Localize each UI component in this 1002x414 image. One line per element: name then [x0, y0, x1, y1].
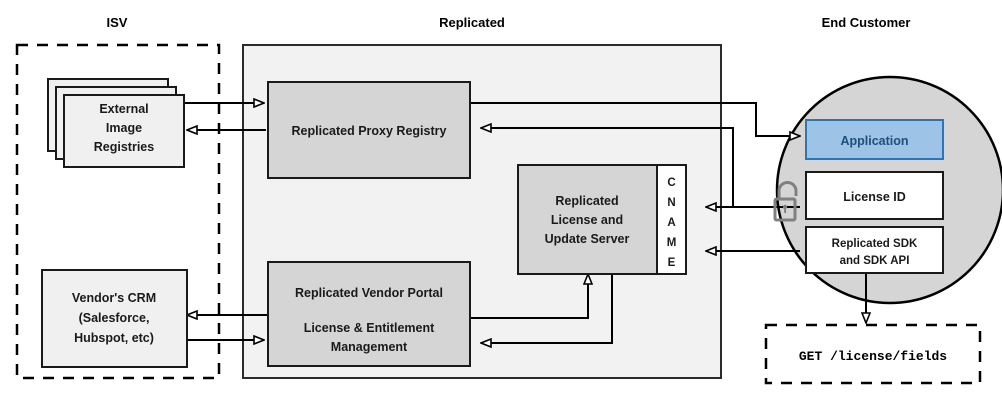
sdk-label-line-2: and SDK API — [840, 255, 910, 267]
vendor-portal-box — [267, 261, 471, 367]
connector-license-server-to-vendorportal — [481, 274, 613, 343]
registries-label-line-2: Image — [106, 121, 142, 135]
license-id-box — [805, 171, 944, 220]
group-title-replicated: Replicated — [439, 15, 505, 30]
application-label: Application — [840, 134, 908, 148]
crm-label-line-3: Hubspot, etc) — [74, 331, 154, 345]
node-api-request[interactable]: GET /license/fields — [764, 323, 982, 385]
crm-label-line-1: Vendor's CRM — [72, 291, 156, 305]
node-license-id[interactable]: License ID — [805, 171, 944, 220]
cname-letter-2: N — [667, 197, 675, 209]
node-replicated-vendor-portal[interactable]: Replicated Vendor Portal License & Entit… — [267, 261, 471, 367]
isv-container — [15, 43, 221, 380]
cname-letter-3: A — [667, 217, 675, 229]
group-title-end-customer: End Customer — [822, 15, 911, 30]
node-replicated-sdk[interactable]: Replicated SDK and SDK API — [805, 226, 944, 274]
node-license-update-server[interactable]: Replicated License and Update Server — [517, 164, 658, 275]
registries-label-line-1: External — [99, 102, 148, 116]
license-server-label-line-3: Update Server — [545, 232, 630, 246]
vendor-portal-label-line-1: Replicated Vendor Portal — [295, 286, 443, 300]
group-title-isv: ISV — [107, 15, 128, 30]
application-box — [805, 119, 944, 160]
unlock-icon — [773, 181, 798, 222]
api-request-label: GET /license/fields — [799, 349, 947, 364]
connector-vendorportal-to-license-server — [470, 274, 588, 319]
cname-box — [656, 164, 687, 275]
node-cname[interactable]: C N A M E — [656, 164, 687, 275]
cname-letter-4: M — [667, 237, 677, 249]
license-id-label: License ID — [843, 190, 906, 204]
vendor-portal-label-line-3: Management — [331, 340, 408, 354]
registries-label-line-3: Registries — [94, 140, 154, 154]
license-server-label-line-1: Replicated — [555, 194, 618, 208]
vendor-portal-label-line-2: License & Entitlement — [304, 321, 435, 335]
registries-stack-front — [63, 94, 185, 168]
license-update-server-box — [517, 164, 658, 275]
node-vendors-crm[interactable]: Vendor's CRM (Salesforce, Hubspot, etc) — [41, 269, 188, 368]
crm-label-line-2: (Salesforce, — [79, 311, 150, 325]
license-server-label-line-2: License and — [551, 213, 623, 227]
node-application[interactable]: Application — [805, 119, 944, 160]
crm-box — [41, 269, 188, 368]
sdk-label-line-1: Replicated SDK — [832, 238, 918, 250]
connector-proxy-to-application — [470, 102, 800, 136]
cname-letter-1: C — [667, 177, 675, 189]
node-replicated-proxy-registry[interactable]: Replicated Proxy Registry — [267, 81, 471, 179]
cname-letter-5: E — [668, 257, 676, 269]
api-request-box — [764, 323, 982, 385]
replicated-sdk-box — [805, 226, 944, 274]
proxy-registry-label: Replicated Proxy Registry — [292, 124, 447, 138]
proxy-registry-box — [267, 81, 471, 179]
node-external-image-registries[interactable]: External Image Registries — [47, 78, 185, 168]
